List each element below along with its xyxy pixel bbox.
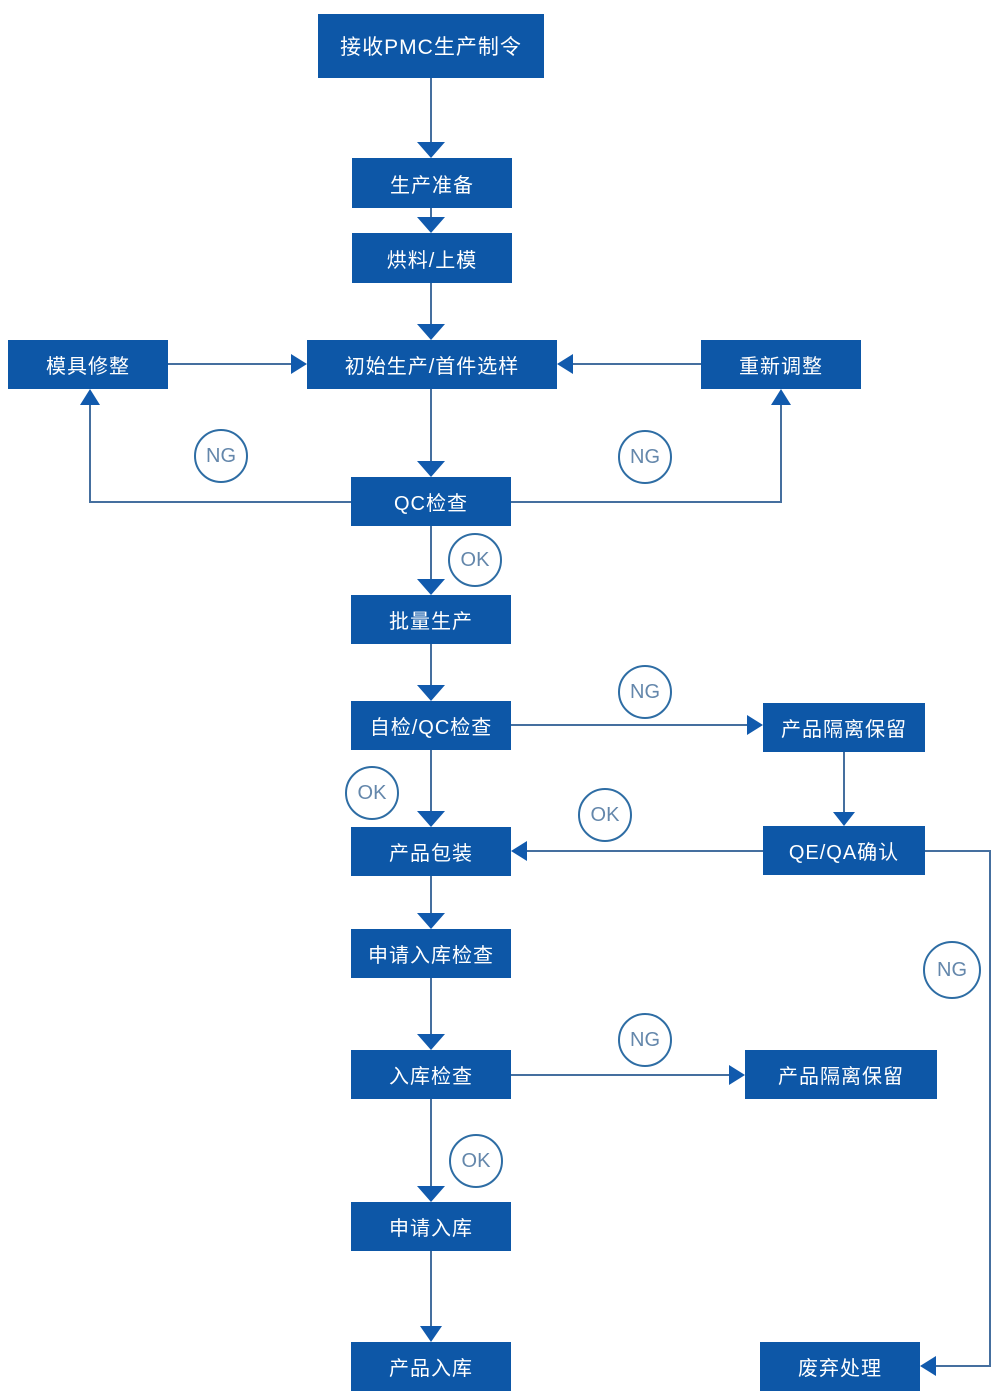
badge-ng-qc-left: NG	[194, 429, 248, 483]
node-label: 产品入库	[389, 1358, 473, 1380]
edge-mass-to-selfqc	[417, 644, 445, 701]
badge-label: NG	[937, 958, 967, 981]
edge-incheck-to-applyin	[417, 1099, 445, 1202]
node-product-warehouse: 产品入库	[351, 1342, 511, 1391]
badge-label: OK	[460, 548, 490, 571]
badge-label: NG	[630, 445, 660, 468]
node-label: QC检查	[394, 493, 468, 515]
edge-selfqc-to-pack	[417, 750, 445, 827]
badge-ng-warehouse-check: NG	[618, 1013, 672, 1067]
node-apply-warehouse: 申请入库	[351, 1202, 511, 1251]
node-label: 产品隔离保留	[781, 719, 907, 741]
node-bake-load-mold: 烘料/上模	[352, 233, 512, 283]
edge-prep-to-bake	[417, 208, 445, 233]
edge-receive-to-prep	[417, 78, 445, 158]
node-label: 申请入库	[389, 1218, 473, 1240]
edge-incheck-to-isolation2	[511, 1065, 745, 1085]
node-label: 批量生产	[389, 611, 473, 633]
node-product-isolation-2: 产品隔离保留	[745, 1050, 937, 1099]
edge-bake-to-initial	[417, 283, 445, 340]
node-mold-repair: 模具修整	[8, 340, 168, 389]
node-production-prep: 生产准备	[352, 158, 512, 208]
node-label: 初始生产/首件选样	[344, 356, 520, 378]
edge-applyin-to-productin	[420, 1251, 442, 1342]
edge-qc-ng-to-moldrepair	[80, 389, 351, 503]
badge-ok-self-qc: OK	[345, 766, 399, 820]
node-label: 入库检查	[389, 1066, 473, 1088]
node-apply-warehouse-check: 申请入库检查	[351, 929, 511, 978]
node-mass-production: 批量生产	[351, 595, 511, 644]
node-qc-check: QC检查	[351, 477, 511, 526]
node-label: 烘料/上模	[386, 249, 478, 272]
badge-ok-qe-qa: OK	[578, 788, 632, 842]
badge-label: OK	[357, 781, 387, 804]
badge-ng-qe-qa: NG	[923, 941, 981, 999]
node-label: 申请入库检查	[368, 945, 494, 967]
node-product-packaging: 产品包装	[351, 827, 511, 876]
edge-isolation1-to-qeqa	[833, 752, 855, 826]
badge-ok-qc: OK	[448, 533, 502, 587]
node-label: 重新调整	[739, 356, 823, 378]
edge-selfqc-to-isolation1	[511, 715, 763, 735]
badge-label: NG	[630, 1028, 660, 1051]
node-self-qc-check: 自检/QC检查	[351, 701, 511, 750]
badge-ng-qc-right: NG	[618, 430, 672, 484]
edge-qeqa-to-pack	[511, 841, 763, 861]
node-label: 接收PMC生产制令	[340, 36, 522, 59]
node-receive-pmc-order: 接收PMC生产制令	[318, 14, 544, 78]
edge-moldrepair-to-initial	[168, 354, 307, 374]
edge-pack-to-applycheck	[417, 876, 445, 929]
badge-label: OK	[590, 803, 620, 826]
edge-qeqa-ng-to-discard	[920, 850, 991, 1376]
node-label: 自检/QC检查	[369, 717, 493, 739]
node-label: 生产准备	[390, 174, 474, 197]
node-product-isolation-1: 产品隔离保留	[763, 703, 925, 752]
badge-label: NG	[206, 444, 236, 467]
node-qe-qa-confirm: QE/QA确认	[763, 826, 925, 875]
node-label: QE/QA确认	[788, 842, 900, 864]
node-readjust: 重新调整	[701, 340, 861, 389]
node-label: 产品隔离保留	[778, 1066, 904, 1088]
edge-initial-to-qc	[417, 389, 445, 477]
badge-ng-self-qc: NG	[618, 665, 672, 719]
edge-readjust-to-initial	[557, 354, 701, 374]
node-warehouse-check: 入库检查	[351, 1050, 511, 1099]
badge-ok-warehouse-check: OK	[449, 1134, 503, 1188]
node-label: 废弃处理	[798, 1358, 882, 1380]
edge-applycheck-to-incheck	[417, 978, 445, 1050]
edge-qc-ng-to-readjust	[511, 389, 791, 503]
node-label: 产品包装	[389, 843, 473, 865]
badge-label: NG	[630, 680, 660, 703]
badge-label: OK	[461, 1149, 491, 1172]
node-label: 模具修整	[46, 356, 130, 378]
node-initial-production: 初始生产/首件选样	[307, 340, 557, 389]
edge-qc-to-mass	[417, 526, 445, 595]
node-discard: 废弃处理	[760, 1342, 920, 1391]
